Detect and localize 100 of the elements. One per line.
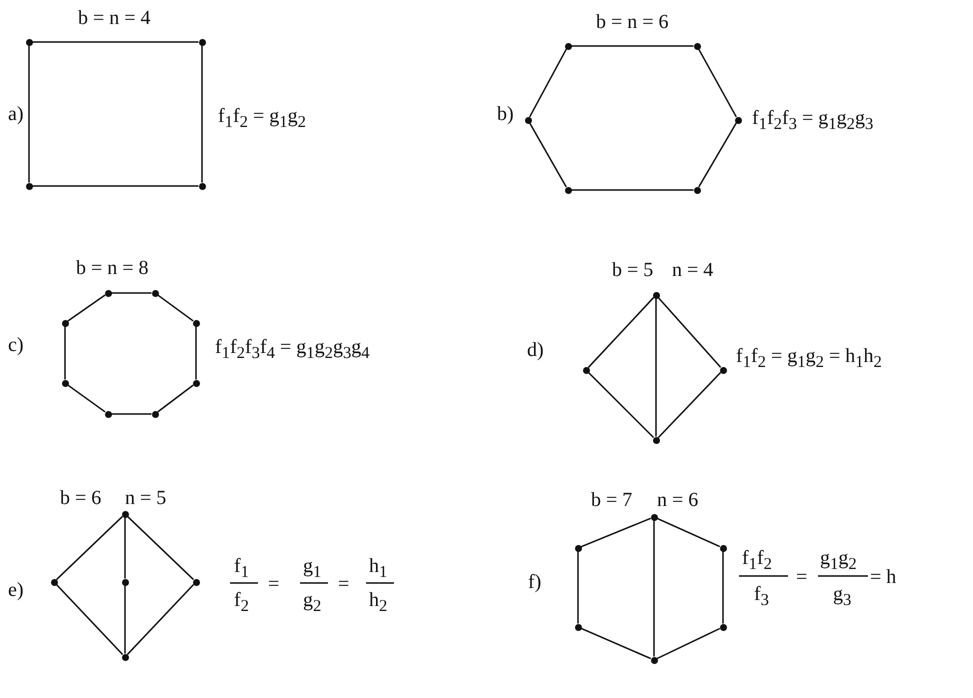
vertex-dot xyxy=(192,320,200,326)
parameter-label: b = 5 xyxy=(612,260,654,280)
graph-edge xyxy=(577,552,579,624)
fraction-denominator: g$_{3}$ xyxy=(833,584,852,609)
panel-label: f) xyxy=(528,572,542,592)
graph-edge xyxy=(580,518,652,548)
vertex-dot xyxy=(720,544,726,552)
graph-edge xyxy=(572,189,694,191)
equals-sign: = xyxy=(796,567,808,587)
graph-edge xyxy=(698,122,737,188)
graph-edge xyxy=(656,628,720,660)
vertex-dot xyxy=(650,656,658,664)
vertex-dot xyxy=(734,116,742,124)
vertex-dot xyxy=(104,410,112,418)
equals-sign: = xyxy=(338,574,350,594)
vertex-dot xyxy=(720,624,726,630)
panel-label: a) xyxy=(8,104,24,124)
vertex-dot xyxy=(652,436,660,444)
parameter-label: b = n = 6 xyxy=(596,12,669,32)
fraction-denominator: f$_{3}$ xyxy=(754,584,769,609)
graph-edge xyxy=(67,294,106,322)
equation: f$_{1}$f$_{2}$ = g$_{1}$g$_{2}$ xyxy=(218,106,306,131)
vertex-dot xyxy=(720,366,726,374)
vertex-dot xyxy=(104,290,112,296)
graph-edge xyxy=(658,297,722,368)
graph-edge xyxy=(157,384,194,412)
graph-edge xyxy=(588,297,654,368)
graph-edge xyxy=(580,628,652,660)
graph-edge xyxy=(655,298,657,436)
parameter-label: n = 6 xyxy=(657,490,698,510)
graph-edge xyxy=(127,516,194,580)
graph-edge xyxy=(653,520,655,656)
parameter-label: b = 6 xyxy=(60,488,102,508)
vertex-dot xyxy=(198,182,206,190)
vertex-dot xyxy=(26,38,32,46)
vertex-dot xyxy=(26,182,32,190)
vertex-dot xyxy=(62,320,68,326)
fraction-numerator: g$_{1}$ xyxy=(303,556,322,581)
vertex-dot xyxy=(694,186,700,194)
vertex-dot xyxy=(652,292,660,298)
graph-edge xyxy=(658,372,722,438)
graph-edge xyxy=(67,384,106,413)
parameter-label: b = 7 xyxy=(591,490,632,510)
graph-edge xyxy=(112,292,152,294)
panel-label: c) xyxy=(8,335,24,355)
graph-edge xyxy=(32,185,198,187)
vertex-dot xyxy=(650,514,658,520)
graph-edge xyxy=(28,46,30,182)
fraction-denominator: h$_{2}$ xyxy=(369,590,388,615)
vertex-dot xyxy=(122,510,128,518)
parameter-label: n = 5 xyxy=(125,488,166,508)
panel-label: d) xyxy=(527,340,544,360)
graph-edge xyxy=(124,586,126,654)
vertex-dot xyxy=(192,380,200,386)
panel-label: b) xyxy=(497,104,514,124)
vertex-dot xyxy=(694,42,700,50)
fraction-numerator: f$_{1}$f$_{2}$ xyxy=(742,548,772,573)
vertex-dot xyxy=(574,624,582,630)
vertex-dot xyxy=(564,186,572,194)
graph-edge xyxy=(32,41,198,43)
equation: = h xyxy=(870,567,896,587)
graph-edge xyxy=(124,518,126,578)
graph-edge xyxy=(201,46,203,182)
graph-edge xyxy=(112,413,152,415)
vertex-dot xyxy=(62,380,68,386)
fraction-numerator: g$_{1}$g$_{2}$ xyxy=(820,548,857,573)
fraction-numerator: h$_{1}$ xyxy=(369,556,388,581)
fraction-numerator: f$_{1}$ xyxy=(234,556,249,581)
equation: f$_{1}$f$_{2}$f$_{3}$f$_{4}$ = g$_{1}$g$_{2}$g$_{3}$g$_{4}$ xyxy=(215,337,370,362)
vertex-dot xyxy=(198,38,206,46)
fraction-denominator: f$_{2}$ xyxy=(234,590,249,615)
parameter-label: b = n = 4 xyxy=(78,8,151,28)
vertex-dot xyxy=(582,366,590,374)
graph-edge xyxy=(529,122,567,188)
vertex-dot xyxy=(524,116,532,124)
parameter-label: b = n = 8 xyxy=(76,258,149,278)
vertex-dot xyxy=(122,654,128,660)
parameter-label: n = 4 xyxy=(672,260,714,280)
vertex-dot xyxy=(564,42,572,50)
vertex-dot xyxy=(122,578,128,586)
graph-edge xyxy=(56,584,124,655)
equals-sign: = xyxy=(268,574,280,594)
vertex-dot xyxy=(152,290,158,296)
graph-edge xyxy=(195,326,197,380)
graph-edge xyxy=(126,584,194,655)
vertex-dot xyxy=(192,578,200,586)
graph-edge xyxy=(698,48,737,118)
graph-edge xyxy=(588,372,654,438)
graph-edge xyxy=(56,516,123,580)
graph-edge xyxy=(722,552,724,624)
panel-label: e) xyxy=(8,580,24,600)
vertex-dot xyxy=(50,578,58,586)
equation: f$_{1}$f$_{2}$ = g$_{1}$g$_{2}$ = h$_{1}$h$_{2}$ xyxy=(736,346,882,371)
graph-edge xyxy=(529,48,567,118)
graph-edge xyxy=(64,326,66,380)
graph-edge xyxy=(157,294,194,322)
fraction-denominator: g$_{2}$ xyxy=(303,590,322,615)
graph-edge xyxy=(572,45,694,47)
graph-edge xyxy=(656,518,720,548)
vertex-dot xyxy=(152,410,158,418)
